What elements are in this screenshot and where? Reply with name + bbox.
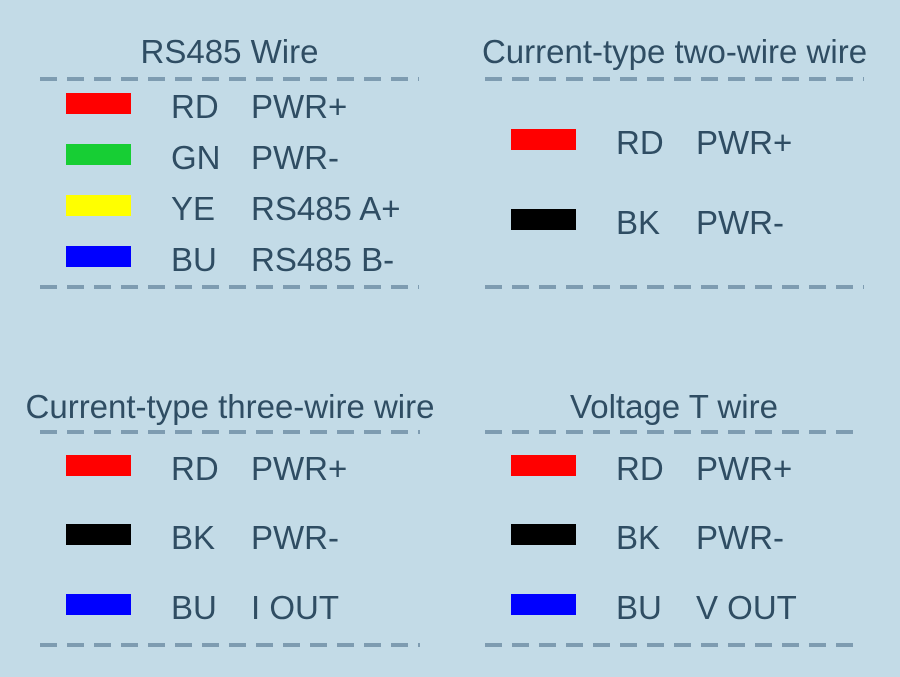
wire-signal-label: PWR+: [696, 124, 793, 161]
wire-row: BK PWR-: [40, 521, 420, 555]
wire-signal-label: PWR-: [251, 519, 339, 557]
wire-color-swatch: [66, 92, 131, 114]
wire-signal-label: I OUT: [251, 589, 339, 627]
wire-color-code: BU: [171, 589, 217, 627]
wire-color-swatch: [511, 129, 576, 150]
wire-signal-label: V OUT: [696, 589, 797, 627]
wire-color-swatch: [66, 194, 131, 216]
wire-color-swatch: [511, 524, 576, 546]
wire-list: RD PWR+ BK PWR- BU I OUT: [40, 434, 420, 643]
panel-current-two-wire: Current-type two-wire wire RD PWR+ BK PW…: [481, 26, 868, 289]
wire-signal-label: PWR-: [251, 138, 339, 176]
panel-rs485-wire: RS485 Wire RD PWR+ GN PWR- YE RS485 A+ B…: [40, 26, 419, 289]
dashed-divider-bottom: [485, 285, 864, 289]
panel-voltage-t-wire: Voltage T wire RD PWR+ BK PWR- BU V OUT: [485, 383, 863, 647]
wire-row: BK PWR-: [485, 521, 863, 555]
wire-row: BU I OUT: [40, 591, 420, 625]
wire-row: RD PWR+: [40, 449, 420, 487]
wire-color-code: RD: [171, 87, 219, 125]
wire-row: BK PWR-: [485, 206, 864, 240]
wire-row: YE RS485 A+: [40, 189, 419, 227]
dashed-divider-bottom: [40, 643, 420, 647]
wire-color-swatch: [66, 524, 131, 546]
panel-title: Voltage T wire: [570, 387, 778, 425]
wire-row: RD PWR+: [40, 87, 419, 125]
wire-color-code: RD: [616, 449, 664, 487]
wire-color-swatch: [66, 594, 131, 616]
panel-current-three-wire: Current-type three-wire wire RD PWR+ BK …: [25, 383, 435, 647]
wire-color-swatch: [66, 245, 131, 267]
wire-color-code: BK: [171, 519, 216, 557]
wire-row: GN PWR-: [40, 138, 419, 176]
dashed-divider-top: [485, 430, 863, 434]
panel-title: RS485 Wire: [140, 32, 319, 70]
wire-signal-label: PWR+: [251, 87, 348, 125]
wire-row: BU RS485 B-: [40, 240, 419, 278]
wire-color-swatch: [66, 454, 131, 476]
wire-color-swatch: [511, 209, 576, 230]
wire-row: RD PWR+: [485, 449, 863, 487]
wire-signal-label: RS485 A+: [251, 189, 401, 227]
wire-signal-label: RS485 B-: [251, 240, 395, 278]
wire-color-swatch: [66, 143, 131, 165]
dashed-divider-top: [485, 77, 864, 81]
wire-signal-label: PWR-: [696, 519, 784, 557]
wire-color-code: BU: [616, 589, 662, 627]
wire-color-code: RD: [171, 449, 219, 487]
wire-list: RD PWR+ GN PWR- YE RS485 A+ BU RS485 B-: [40, 81, 419, 285]
wire-color-swatch: [511, 454, 576, 476]
panel-title: Current-type two-wire wire: [481, 32, 868, 70]
dashed-divider-bottom: [40, 285, 419, 289]
wire-color-code: YE: [171, 189, 216, 227]
wire-list: RD PWR+ BK PWR-: [485, 81, 864, 285]
wire-color-code: BK: [616, 204, 661, 241]
dashed-divider-top: [40, 77, 419, 81]
panel-title: Current-type three-wire wire: [25, 387, 435, 425]
wire-color-swatch: [511, 594, 576, 616]
wire-color-code: BK: [616, 519, 661, 557]
dashed-divider-bottom: [485, 643, 863, 647]
dashed-divider-top: [40, 430, 420, 434]
wire-signal-label: PWR+: [696, 449, 793, 487]
wire-color-code: GN: [171, 138, 221, 176]
wire-color-code: RD: [616, 124, 664, 161]
wire-signal-label: PWR+: [251, 449, 348, 487]
wire-row: RD PWR+: [485, 126, 864, 160]
wire-row: BU V OUT: [485, 591, 863, 625]
wire-color-code: BU: [171, 240, 217, 278]
wire-list: RD PWR+ BK PWR- BU V OUT: [485, 434, 863, 643]
wire-signal-label: PWR-: [696, 204, 784, 241]
